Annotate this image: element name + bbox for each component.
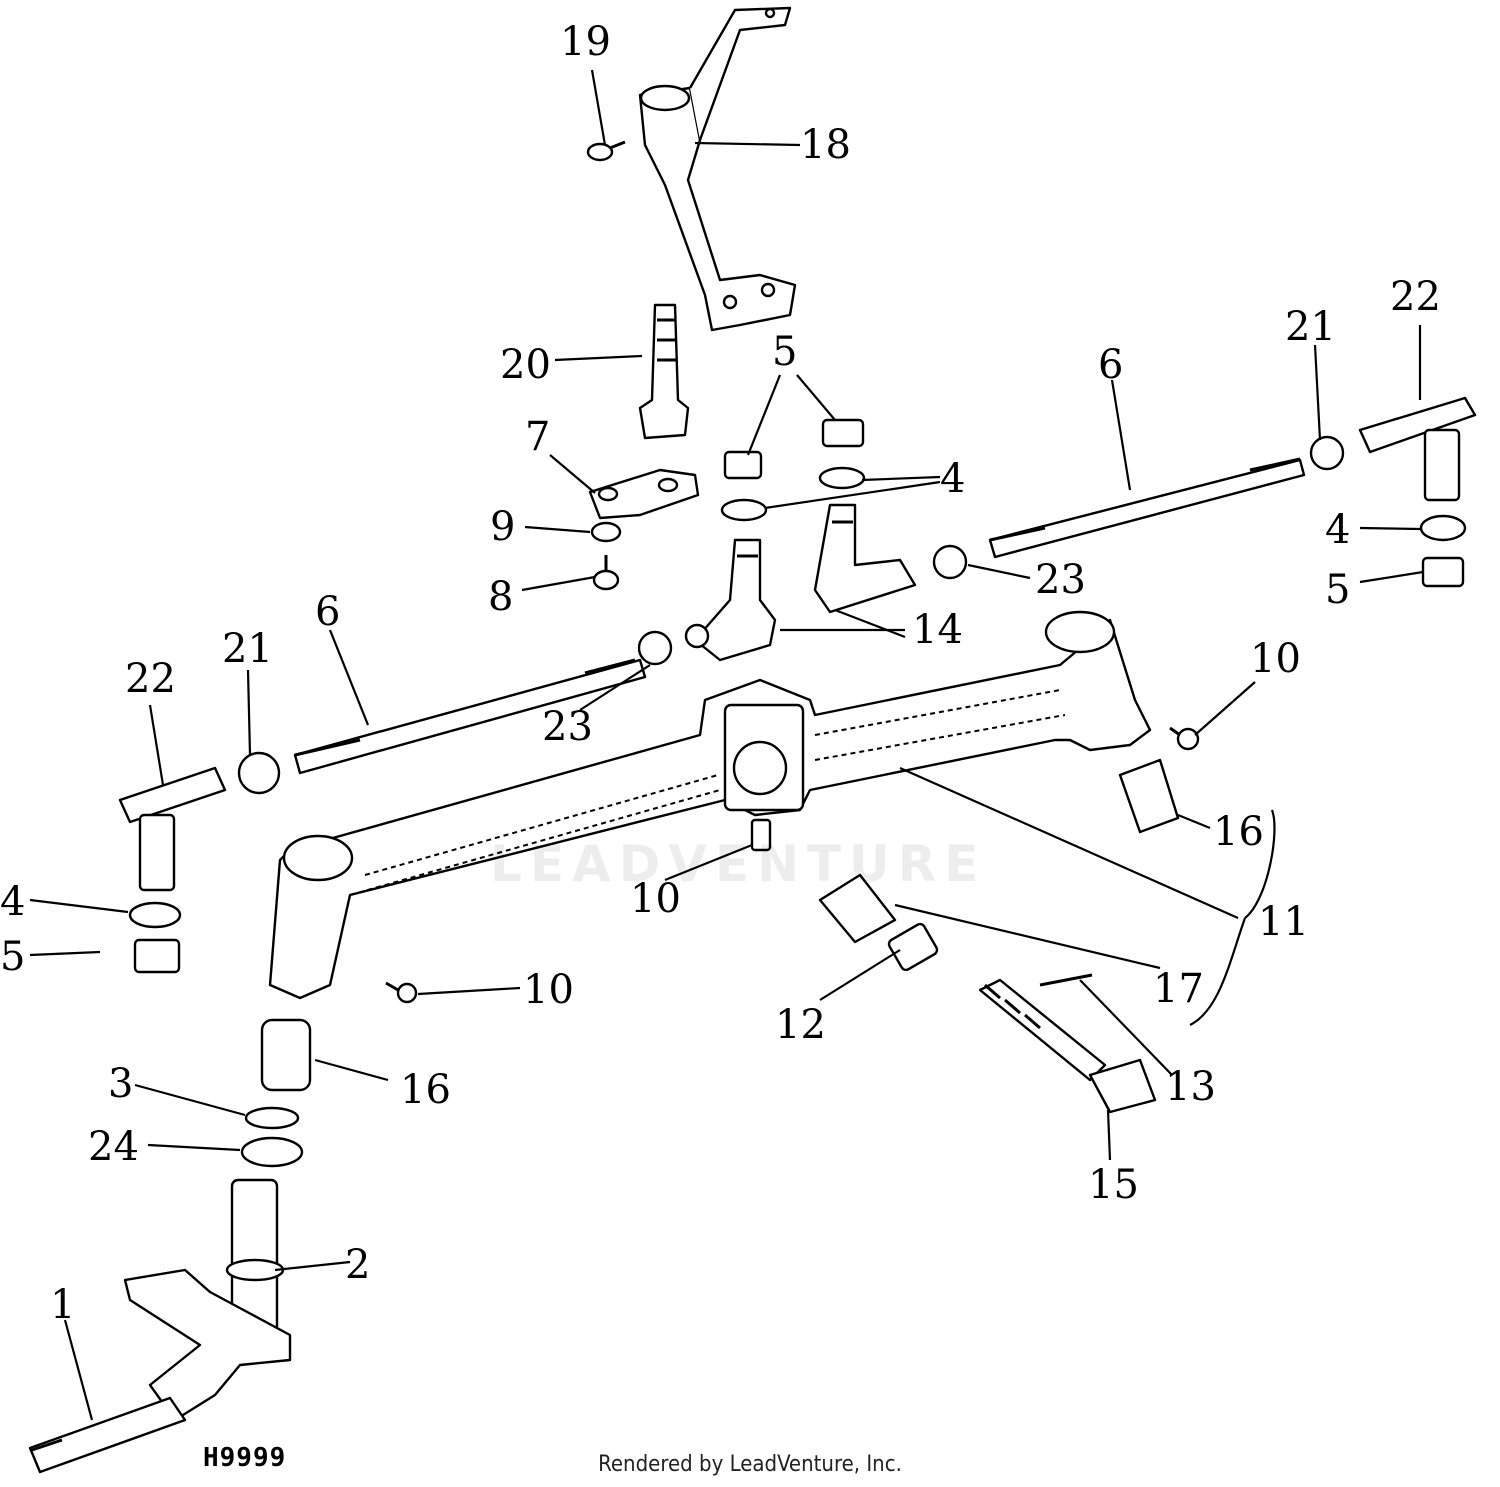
part-4-washer-center-right <box>818 466 866 490</box>
part-24-washer <box>240 1136 304 1168</box>
part-11-front-axle <box>268 610 1152 1000</box>
callout-11: 11 <box>1258 899 1309 945</box>
callout-labels: 19 18 20 5 7 4 9 8 6 21 22 4 5 23 14 6 2… <box>0 19 1441 1328</box>
part-22-tie-rod-end-right <box>1358 396 1477 502</box>
part-3-snap-ring <box>244 1106 300 1130</box>
callout-9: 9 <box>490 504 515 550</box>
callout-23-left: 23 <box>542 704 593 750</box>
part-5-nut-center-right <box>821 418 865 448</box>
part-6-tie-rod-left <box>293 658 647 775</box>
callout-13: 13 <box>1165 1064 1216 1110</box>
part-18-bracket <box>638 6 797 332</box>
callout-8: 8 <box>488 574 513 620</box>
part-2-spindle <box>28 1178 292 1474</box>
part-20-bolt <box>638 303 690 440</box>
part-10-fitting-right <box>1169 726 1200 751</box>
callout-10-right: 10 <box>1250 636 1301 682</box>
callout-23-right: 23 <box>1035 557 1086 603</box>
part-23-nut-right <box>932 544 968 580</box>
callout-6-left: 6 <box>315 589 340 635</box>
part-10-fitting-center <box>750 818 772 852</box>
callout-22-right: 22 <box>1390 274 1441 320</box>
callout-14: 14 <box>912 607 963 653</box>
figure-id: H9999 <box>203 1443 287 1473</box>
callout-5-center: 5 <box>772 329 797 375</box>
callout-12: 12 <box>775 1002 826 1048</box>
callout-16-left: 16 <box>400 1067 451 1113</box>
part-21-nut-right <box>1309 435 1345 471</box>
part-12-nut <box>887 922 939 972</box>
part-4-washer-right <box>1419 514 1467 542</box>
part-9-washer <box>590 521 622 543</box>
part-4-washer-center-left <box>720 498 768 522</box>
part-6-tie-rod-right <box>988 457 1306 559</box>
part-23-nut-left <box>637 630 673 666</box>
part-22-tie-rod-end-left <box>118 766 227 892</box>
part-5-nut-right <box>1421 556 1465 588</box>
callout-19: 19 <box>560 19 611 65</box>
part-5-nut-center-left <box>723 450 763 480</box>
part-21-nut-left <box>237 751 281 795</box>
callout-21-right: 21 <box>1285 304 1336 350</box>
callout-20: 20 <box>500 342 551 388</box>
part-19-screw <box>586 140 626 162</box>
callout-1: 1 <box>50 1282 75 1328</box>
callout-4-center: 4 <box>940 456 965 502</box>
part-7-plate <box>588 468 700 520</box>
callout-24: 24 <box>88 1124 139 1170</box>
callout-10-center: 10 <box>630 876 681 922</box>
callout-2: 2 <box>345 1242 370 1288</box>
part-17-bushing <box>818 873 897 944</box>
part-10-fitting-left <box>385 981 418 1004</box>
callout-3: 3 <box>108 1061 133 1107</box>
part-23-nut-left-inner <box>684 623 710 649</box>
part-16-bushing-left <box>260 1018 312 1092</box>
callout-6-right: 6 <box>1098 342 1123 388</box>
callout-5-left: 5 <box>0 934 25 980</box>
part-13-pin <box>1039 973 1093 987</box>
callout-4-left: 4 <box>0 879 25 925</box>
part-15-pivot-bolt <box>978 978 1157 1114</box>
callout-16-right: 16 <box>1213 809 1264 855</box>
callout-15: 15 <box>1088 1162 1139 1208</box>
callout-10-left: 10 <box>523 967 574 1013</box>
callout-lines <box>29 69 1424 1421</box>
part-5-nut-left <box>133 938 181 974</box>
callout-18: 18 <box>800 122 851 168</box>
callout-21-left: 21 <box>222 626 273 672</box>
watermark: LEADVENTURE <box>490 835 987 893</box>
callout-17: 17 <box>1153 966 1204 1012</box>
part-8-screw <box>592 555 620 591</box>
callout-7: 7 <box>525 414 550 460</box>
footer-credit: Rendered by LeadVenture, Inc. <box>598 1452 902 1477</box>
callout-5-right: 5 <box>1325 567 1350 613</box>
part-4-washer-left <box>128 901 182 929</box>
part-16-bushing-right <box>1118 758 1180 834</box>
callout-22-left: 22 <box>125 656 176 702</box>
callout-4-right: 4 <box>1325 507 1350 553</box>
part-14-center-link <box>693 503 917 662</box>
